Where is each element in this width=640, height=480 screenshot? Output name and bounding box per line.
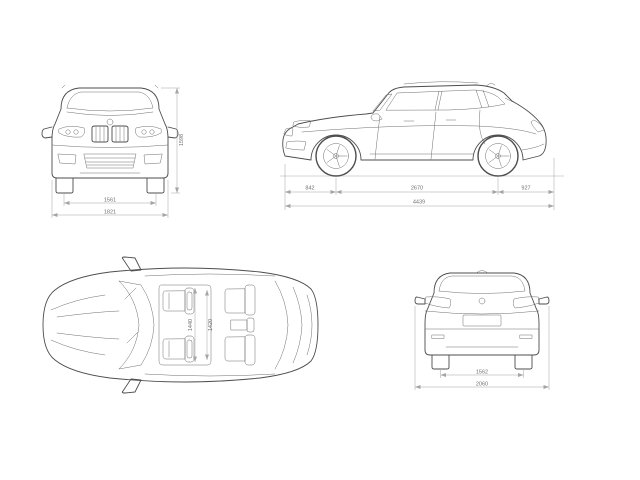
- front-track-label: 1561: [104, 198, 116, 204]
- rear-car-drawing: [414, 270, 550, 370]
- side-rear-overhang-label: 927: [521, 186, 530, 192]
- side-view: 842 2670 927 4439: [278, 74, 568, 224]
- front-view: 1598 1561 1821: [40, 82, 190, 232]
- rear-view-svg: 1562 2060: [414, 270, 550, 390]
- side-view-svg: 842 2670 927 4439: [279, 81, 565, 210]
- top-car-drawing: [42, 256, 319, 394]
- rear-width-label: 2060: [476, 382, 488, 388]
- front-height-label: 1598: [179, 134, 185, 146]
- side-view-dimensions: [284, 158, 555, 210]
- rear-view-dimensions: [414, 306, 550, 390]
- top-view-dimensions: [193, 288, 209, 362]
- top-rear-width-label: 1420: [208, 319, 214, 331]
- front-width-label: 1821: [104, 210, 116, 216]
- side-car-drawing: [279, 81, 565, 177]
- rear-view: 1562 2060: [412, 263, 552, 398]
- top-view-svg: 1440 1420: [42, 256, 319, 394]
- rear-track-label: 1562: [476, 370, 488, 376]
- side-front-overhang-label: 842: [305, 186, 314, 192]
- front-car-drawing: [41, 84, 179, 194]
- side-wheelbase-label: 2670: [411, 186, 423, 192]
- top-front-width-label: 1440: [188, 319, 194, 331]
- front-view-dimensions: [51, 87, 180, 218]
- front-view-svg: 1598 1561 1821: [41, 84, 185, 218]
- side-length-label: 4439: [413, 200, 425, 206]
- top-view: 1440 1420: [35, 255, 335, 400]
